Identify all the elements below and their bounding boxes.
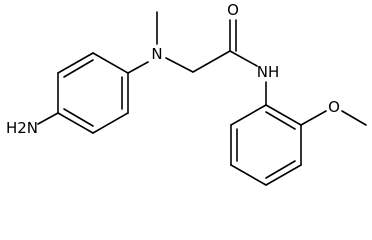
structure-svg: H2N N O NH O xyxy=(6,1,367,186)
n-ch2-bond xyxy=(165,57,194,73)
ring2-double-1 xyxy=(265,111,296,130)
ring2-bond-4 xyxy=(230,164,267,186)
ring-to-n-bond xyxy=(127,61,149,74)
ring1-bond-5 xyxy=(57,112,94,134)
carbonyl-nh-bond xyxy=(229,50,258,67)
aryl-o-bond xyxy=(300,110,327,126)
ring1-bond-2 xyxy=(92,52,129,74)
ring2-bond-6 xyxy=(230,104,267,126)
ring2-bond-1 xyxy=(265,104,302,126)
carbonyl-o-label: O xyxy=(227,1,239,19)
o-methyl-bond xyxy=(341,110,367,126)
ring1-double-3 xyxy=(63,108,94,127)
methoxyphenyl-ring xyxy=(230,104,302,186)
ch2-carbonyl-bond xyxy=(192,50,231,73)
aminophenyl-ring xyxy=(57,52,129,134)
amide-nh-label: NH xyxy=(257,63,280,81)
ring1-bond-1 xyxy=(57,52,94,74)
molecule-diagram: H2N N O NH O xyxy=(6,1,367,186)
ring1-double-1 xyxy=(63,59,94,78)
ring2-double-2 xyxy=(265,160,296,179)
ring1-bond-4 xyxy=(92,112,129,134)
amine-label: H2N xyxy=(6,119,38,137)
methoxy-o-label: O xyxy=(328,98,340,116)
amine-bond xyxy=(37,112,59,125)
ring2-bond-3 xyxy=(265,164,302,186)
n-methyl-label: N xyxy=(151,45,162,63)
